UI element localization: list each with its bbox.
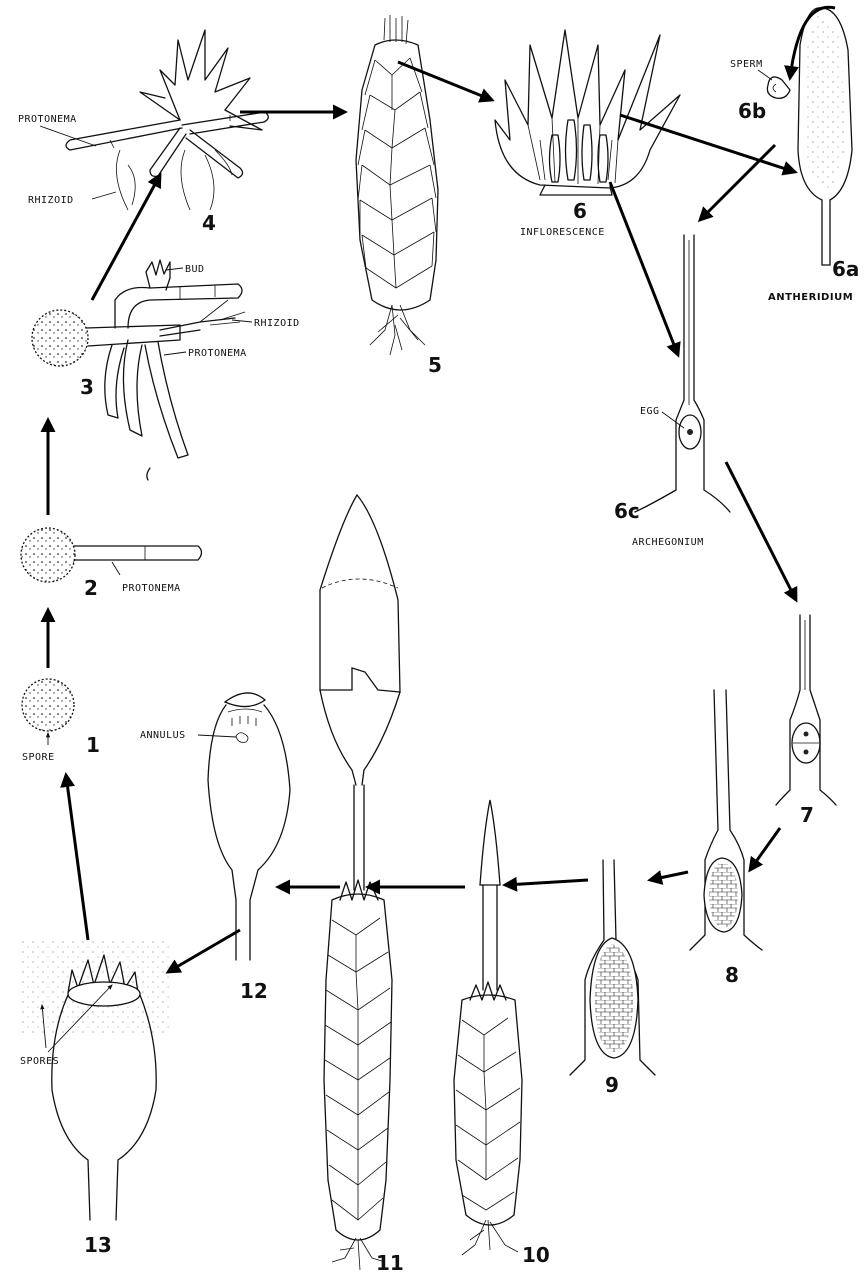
annulus-leader-line (198, 735, 236, 737)
label-protonema-3: PROTONEMA (188, 348, 247, 359)
arrow-8-to-9 (650, 872, 688, 880)
arrow-6b-to-6c (700, 145, 775, 220)
label-rhizoid-3: RHIZOID (254, 318, 300, 329)
stage-number-12: 12 (240, 979, 268, 1003)
label-antheridium: ANTHERIDIUM (768, 292, 853, 303)
arrow-9-to-10 (505, 880, 588, 885)
life-cycle-arrows (48, 7, 835, 972)
young-sporophyte-illustration (570, 860, 655, 1075)
label-spores: SPORES (20, 1056, 59, 1067)
rhizoid4-leader-line (92, 192, 116, 199)
label-sperm: SPERM (730, 59, 763, 70)
embryo-illustration (690, 690, 762, 950)
stage-number-6c: 6c (614, 499, 640, 523)
stage-number-2: 2 (84, 576, 98, 600)
stage-number-10: 10 (522, 1243, 550, 1267)
sperm-leader-line (758, 70, 772, 80)
protonema-with-bud-illustration (32, 260, 245, 480)
bud-leader-line (166, 268, 183, 270)
young-gametophore-illustration (66, 30, 268, 210)
sperm-illustration (767, 77, 790, 98)
arrow-3-to-4 (92, 175, 160, 300)
mature-sporophyte-illustration (320, 495, 400, 1270)
stage-number-6a: 6a (832, 257, 859, 281)
label-inflorescence: INFLORESCENCE (520, 227, 605, 238)
label-annulus: ANNULUS (140, 730, 186, 741)
label-protonema-2: PROTONEMA (122, 583, 181, 594)
arrow-5-to-6 (398, 62, 492, 100)
leafy-shoot-illustration (356, 15, 438, 355)
rhizoid-leader-line (232, 320, 252, 322)
protonema-leader-line (164, 352, 186, 355)
stage-number-6: 6 (573, 199, 587, 223)
egg-leader-line (662, 412, 684, 428)
stage-number-8: 8 (725, 963, 739, 987)
elongating-sporophyte-illustration (454, 800, 522, 1255)
arrow-6-to-6a (620, 115, 795, 172)
stage-number-13: 13 (84, 1233, 112, 1257)
archegonium-illustration (635, 235, 730, 512)
label-bud: BUD (185, 264, 205, 275)
stage-number-1: 1 (86, 733, 100, 757)
spore-illustration (22, 679, 74, 745)
arrow-6c-to-7 (726, 462, 796, 600)
germinating-spore-illustration (21, 528, 202, 582)
stage-number-6b: 6b (738, 99, 766, 123)
stage-number-3: 3 (80, 375, 94, 399)
arrow-12-to-13 (168, 930, 240, 972)
stage-number-7: 7 (800, 803, 814, 827)
stage-number-11: 11 (376, 1251, 404, 1275)
stage-number-9: 9 (605, 1073, 619, 1097)
inflorescence-illustration (495, 30, 680, 195)
capsule-with-annulus-illustration (208, 693, 290, 960)
arrow-13-to-1 (66, 775, 88, 940)
stage-number-4: 4 (202, 211, 216, 235)
zygote-illustration (776, 615, 836, 805)
arrow-6-to-6c (610, 182, 678, 355)
label-protonema-4: PROTONEMA (18, 114, 77, 125)
protonema4-leader-line (40, 126, 96, 146)
stage-number-5: 5 (428, 353, 442, 377)
spore-releasing-capsule-illustration (20, 940, 170, 1220)
label-egg: EGG (640, 406, 660, 417)
label-rhizoid-4: RHIZOID (28, 195, 74, 206)
label-spore: SPORE (22, 752, 55, 763)
antheridium-illustration (798, 8, 852, 265)
label-archegonium: ARCHEGONIUM (632, 537, 704, 548)
arrow-7-to-8 (750, 828, 780, 870)
